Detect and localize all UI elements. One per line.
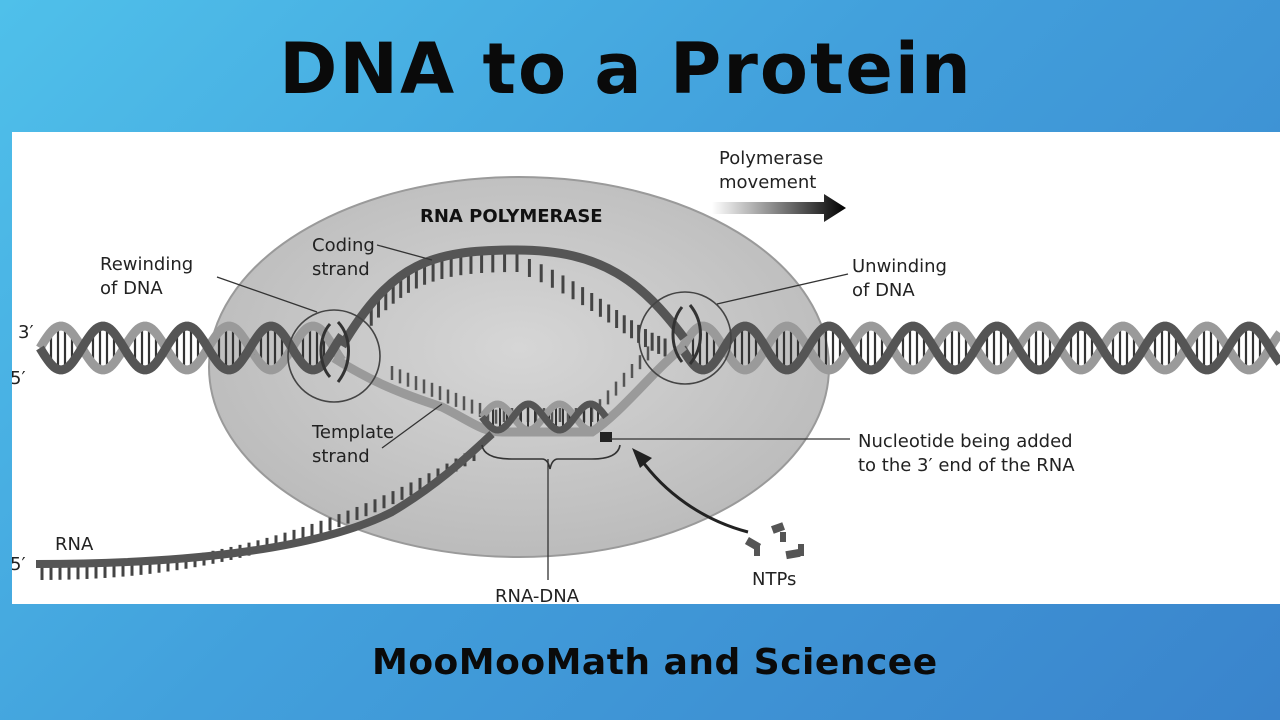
leader-unwinding [716,273,849,305]
ntp-arrow [638,457,749,534]
dna-helix-right [678,321,1280,375]
polymerase-movement-label-1: Polymerase [719,148,823,169]
hybrid-backbone-dark [479,400,609,434]
transcription-diagram: RNA POLYMERASE Polymerase movement Codin… [12,148,1280,604]
leader-coding [376,244,433,261]
dna-backbone-light [678,321,1280,375]
unwinding-label-2: of DNA [852,280,915,301]
rna-strand [35,431,495,580]
template-strand-label-1: Template [311,422,394,443]
unwinding-circle [638,291,732,385]
ntps-label: NTPs [752,569,796,590]
ntp-molecules [744,522,804,560]
nucleotide-being-added [600,432,612,442]
unwinding-spiral-icon [671,304,702,365]
nucleotide-label-1: Nucleotide being added [858,431,1073,452]
five-prime-rna-label: 5′ [12,554,26,575]
rna-dna-bracket [481,444,621,470]
dna-helix-left [36,321,346,375]
five-prime-top-label: 5′ [12,368,26,389]
template-backbone [331,342,687,437]
coding-backbone [338,245,688,349]
leader-rewinding [216,276,318,313]
unwinding-label-1: Unwinding [852,256,947,277]
rewinding-circle [287,309,381,403]
leader-template [381,403,443,449]
template-strand-label-2: strand [312,446,370,467]
dna-backbone-dark [36,321,346,375]
coding-strand-arc [338,245,688,357]
rna-polymerase-label: RNA POLYMERASE [420,206,603,227]
rna-label: RNA [55,534,94,555]
rewinding-label-1: Rewinding [100,254,193,275]
rna-backbone [35,431,495,568]
rna-dna-hybrid [479,400,612,442]
footer-credit: MooMooMath and Sciencee [372,642,938,683]
three-prime-end-label: 3′ [18,322,34,343]
dna-backbone-dark [678,321,1280,375]
polymerase-movement-arrow [712,194,846,222]
rewinding-label-2: of DNA [100,278,163,299]
coding-strand-label-2: strand [312,259,370,280]
coding-strand-label-1: Coding [312,235,375,256]
diagram-panel: RNA POLYMERASE Polymerase movement Codin… [12,132,1280,604]
rewinding-spiral-icon [319,320,350,383]
page-title: DNA to a Protein [279,28,973,110]
polymerase-movement-label-2: movement [719,172,816,193]
rna-dna-label: RNA-DNA [495,586,580,604]
nucleotide-label-2: to the 3′ end of the RNA [858,455,1075,476]
ntp-arrow-head [632,448,652,468]
